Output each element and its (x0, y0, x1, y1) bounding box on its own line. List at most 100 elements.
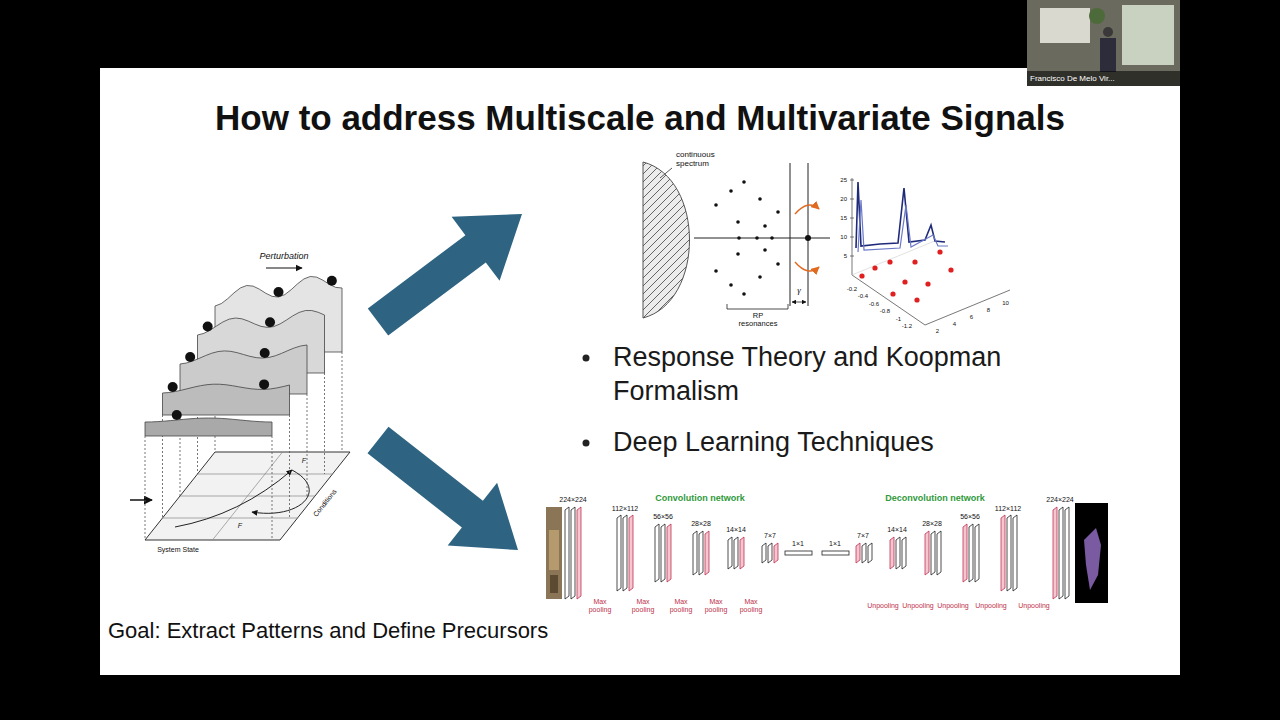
layer-size: 1×1 (829, 540, 841, 548)
hatch-line (675, 162, 831, 318)
flow-arrow (367, 427, 518, 550)
state-ball (265, 317, 275, 327)
hatch-line (531, 162, 687, 318)
input-image-detail (549, 530, 559, 570)
state-ball (274, 287, 284, 297)
annotation: RP resonances (735, 312, 781, 329)
spectrum-outline (643, 162, 690, 318)
hatch-line (587, 162, 743, 318)
bullet (583, 355, 590, 362)
pole-dot (890, 291, 895, 296)
conv-layer (623, 515, 627, 591)
webcam-window (1122, 5, 1174, 65)
plot-tick (850, 199, 854, 200)
resonance-dot (736, 220, 740, 224)
conv-layer (768, 543, 772, 563)
annotation: continuous spectrum (676, 151, 724, 169)
resonance-dot (763, 248, 767, 252)
conv-layer (1065, 507, 1069, 599)
tick-label: -0.6 (869, 300, 879, 307)
tick-label: 6 (970, 313, 973, 320)
layer-size: 224×224 (1046, 496, 1073, 504)
conv-layer (969, 524, 973, 582)
axis-label: System State (157, 546, 199, 554)
hatch-line (507, 162, 663, 318)
pooling-layer (740, 537, 744, 569)
layer-operation: Max pooling (585, 598, 615, 613)
projection-line (272, 436, 273, 540)
layer-size: 7×7 (857, 532, 869, 540)
tick-label: 2 (936, 327, 939, 334)
resonance-dot (758, 197, 762, 201)
state-ball (203, 322, 213, 332)
resonance-dot (758, 275, 762, 279)
resonance-dot (729, 283, 733, 287)
tick-label: -0.4 (858, 293, 868, 300)
resonance-dot (714, 203, 718, 207)
pole-dot (914, 297, 919, 302)
pole-dot (902, 279, 907, 284)
resonance-bracket (727, 304, 788, 309)
resonance-dot (737, 236, 741, 240)
hatch-line (619, 162, 775, 318)
projection-line (342, 352, 343, 452)
resonance-dot (770, 236, 774, 240)
bullet-text: Response Theory and Koopman Formalism (613, 340, 1063, 408)
webcam-board (1040, 8, 1090, 43)
plot-tick (850, 256, 854, 257)
shift-arrow (795, 205, 819, 214)
hatch-line (555, 162, 711, 318)
conv-layer (937, 531, 941, 575)
tick-label: 10 (840, 234, 847, 241)
shift-arrow (795, 262, 819, 271)
imag-axis (790, 163, 791, 306)
pooling-layer (705, 531, 709, 575)
hatch-line (611, 162, 767, 318)
layer-operation: Max pooling (701, 598, 731, 613)
tick-label: 4 (953, 320, 956, 327)
pole-dot (948, 267, 953, 272)
leader-line (660, 168, 672, 178)
response-curve (858, 200, 948, 252)
webcam-plant (1089, 8, 1105, 24)
slide-background (100, 68, 1180, 675)
hatch-line (643, 162, 799, 318)
conv-layer (728, 537, 732, 569)
webcam-person-head (1103, 27, 1113, 37)
pole-dot (872, 265, 877, 270)
conv-layer (693, 531, 697, 575)
pooling-layer (577, 507, 581, 599)
layer-operation: Max pooling (628, 598, 658, 613)
layer-operation: Unpooling (975, 602, 1007, 610)
projection-line (145, 436, 146, 540)
state-plane (145, 452, 350, 540)
hatch-line (571, 162, 727, 318)
hatch-line (539, 162, 695, 318)
conv-layer (617, 515, 621, 591)
pole-dot (887, 259, 892, 264)
gap-line (808, 163, 809, 306)
projection-line (289, 415, 290, 518)
layer-operation: Unpooling (937, 602, 969, 610)
pooling-layer (774, 543, 778, 563)
projection-line (324, 373, 325, 474)
hatch-line (515, 162, 671, 318)
trajectory (175, 470, 292, 527)
layer-size: 28×28 (922, 520, 942, 528)
conv-layer (655, 524, 659, 582)
conv-layer (902, 537, 906, 569)
network-label: Convolution network (655, 494, 745, 504)
hatch-line (483, 162, 639, 318)
pole-dot (912, 259, 917, 264)
input-arrow (130, 499, 152, 501)
hatch-line (523, 162, 679, 318)
input-image (546, 507, 562, 599)
resonance-dot (729, 189, 733, 193)
hatch-line (667, 162, 823, 318)
resonance-dot (805, 235, 811, 241)
conv-layer (975, 524, 979, 582)
state-ball (168, 382, 178, 392)
trajectory (252, 470, 309, 513)
pooling-layer (856, 543, 860, 563)
bullet (583, 440, 590, 447)
